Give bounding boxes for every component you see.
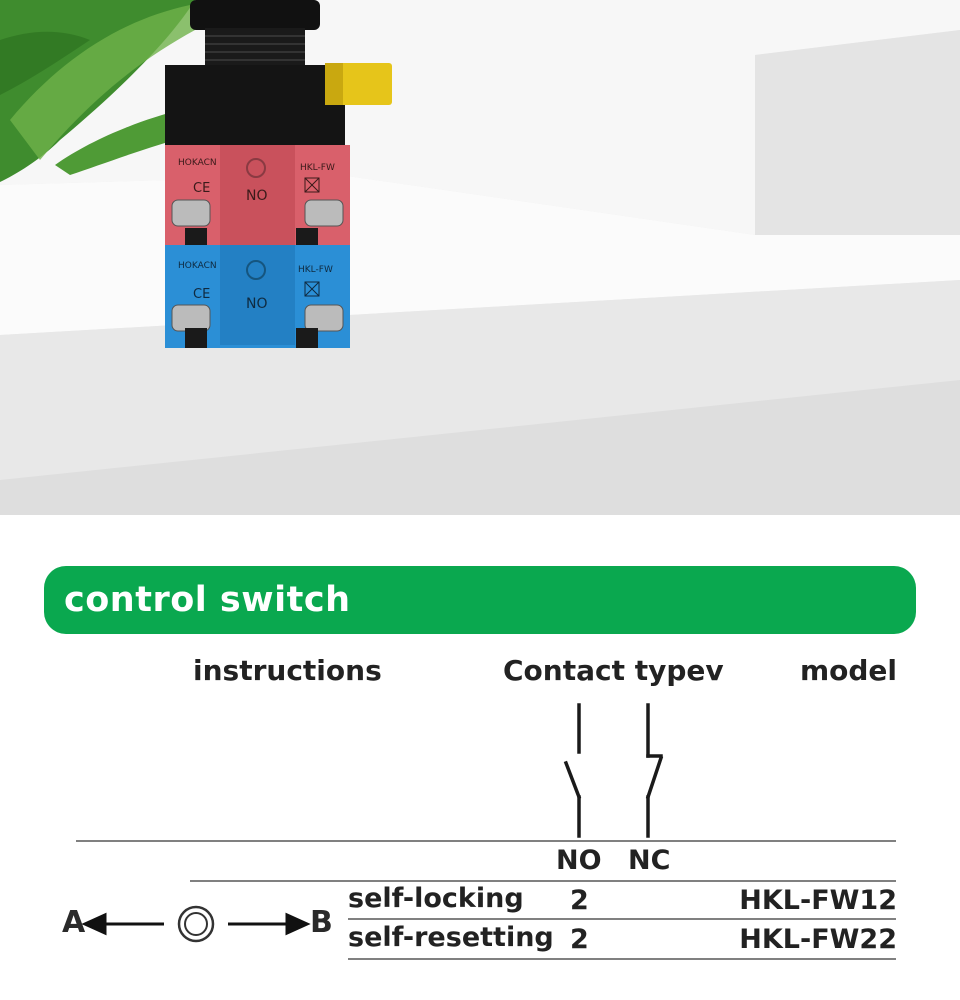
table-rule-header bbox=[190, 880, 896, 882]
header-model: model bbox=[799, 654, 897, 687]
selector-diagram bbox=[81, 905, 311, 943]
row-1-instruction: self-locking bbox=[348, 883, 524, 914]
table-rule-row-2 bbox=[348, 958, 896, 960]
row-2-model: HKL-FW22 bbox=[739, 924, 897, 955]
bottom-ce-mark: CE bbox=[193, 287, 210, 302]
selector-outer-ring-icon bbox=[177, 905, 215, 943]
row-1-model: HKL-FW12 bbox=[739, 885, 897, 916]
bottom-brand-label: HOKACN bbox=[178, 261, 217, 271]
top-model-label: HKL-FW bbox=[300, 163, 335, 173]
nc-contact-symbol bbox=[645, 703, 664, 838]
position-b-label: B bbox=[310, 905, 333, 940]
table-rule-top bbox=[76, 840, 896, 842]
section-title: control switch bbox=[64, 580, 351, 620]
section-banner: control switch bbox=[44, 566, 916, 634]
top-brand-label: HOKACN bbox=[178, 158, 217, 168]
selector-inner-ring-icon bbox=[184, 912, 208, 936]
col-no-label: NO bbox=[556, 845, 602, 876]
row-2-instruction: self-resetting bbox=[348, 922, 554, 953]
switch-body: HOKACN HKL-FW CE NO HOKACN HKL-FW CE NO bbox=[165, 0, 392, 348]
row-1-no-count: 2 bbox=[570, 885, 589, 916]
col-nc-label: NC bbox=[628, 845, 671, 876]
top-contact-label: NO bbox=[246, 188, 268, 204]
row-2-no-count: 2 bbox=[570, 924, 589, 955]
left-arrow-icon bbox=[81, 912, 107, 936]
table-rule-row-1 bbox=[348, 918, 896, 920]
bottom-contact-label: NO bbox=[246, 296, 268, 312]
header-instructions: instructions bbox=[193, 654, 382, 687]
bottom-model-label: HKL-FW bbox=[298, 265, 333, 275]
top-ce-mark: CE bbox=[193, 181, 210, 196]
position-a-label: A bbox=[62, 905, 86, 940]
product-photo: HOKACN HKL-FW CE NO HOKACN HKL-FW CE NO bbox=[0, 0, 960, 515]
no-contact-symbol bbox=[563, 703, 582, 838]
right-arrow-icon bbox=[285, 912, 311, 936]
plant-leaves bbox=[0, 0, 195, 182]
header-contact-type: Contact typev bbox=[503, 654, 724, 687]
contact-schematic bbox=[563, 703, 664, 838]
